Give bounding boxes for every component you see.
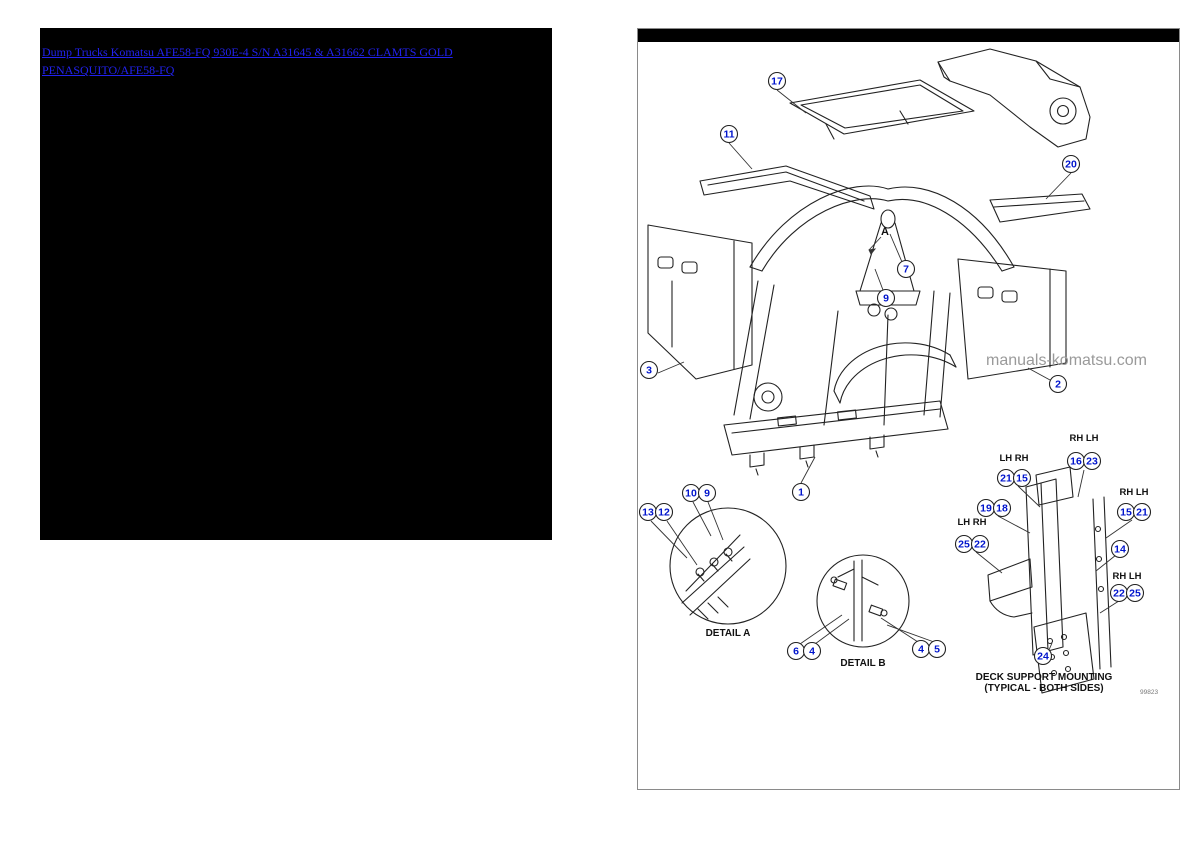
left-black-panel: Dump Trucks Komatsu AFE58-FQ 930E-4 S/N …: [40, 28, 552, 540]
svg-text:24: 24: [1037, 651, 1049, 663]
svg-text:4: 4: [918, 644, 924, 656]
svg-text:20: 20: [1065, 159, 1077, 171]
callout-balloon-11[interactable]: 11: [719, 124, 739, 144]
svg-text:6: 6: [793, 646, 799, 658]
detail-a-drawing: [669, 507, 787, 625]
svg-text:23: 23: [1086, 456, 1098, 468]
svg-text:12: 12: [658, 507, 670, 519]
side-orientation-label: RH LH: [1112, 571, 1141, 582]
svg-text:9: 9: [704, 488, 710, 500]
svg-text:25: 25: [1129, 588, 1141, 600]
svg-text:1: 1: [798, 487, 804, 499]
callout-balloon-25[interactable]: 25: [954, 534, 974, 554]
svg-text:7: 7: [903, 264, 909, 276]
deck-support-title-line2: (TYPICAL - BOTH SIDES): [984, 683, 1103, 694]
callout-balloon-6[interactable]: 6: [786, 641, 806, 661]
parts-diagram-svg: manuals-komatsu.com A DETAIL A DETAIL B …: [638, 29, 1179, 696]
svg-text:4: 4: [809, 646, 815, 658]
side-orientation-label: RH LH: [1119, 487, 1148, 498]
breadcrumb-link-line1[interactable]: Dump Trucks Komatsu AFE58-FQ 930E-4 S/N …: [42, 45, 453, 59]
svg-text:15: 15: [1016, 473, 1028, 485]
deck-support-title-line1: DECK SUPPORT MOUNTING: [976, 672, 1113, 683]
svg-text:22: 22: [974, 539, 986, 551]
svg-text:10: 10: [685, 488, 697, 500]
side-orientation-label: LH RH: [957, 517, 986, 528]
callout-balloon-9[interactable]: 9: [876, 288, 896, 308]
callout-balloon-17[interactable]: 17: [767, 71, 787, 91]
svg-text:2: 2: [1055, 379, 1061, 391]
callout-balloon-24[interactable]: 24: [1033, 646, 1053, 666]
diagram-top-bar: [638, 29, 1179, 42]
leader-lines: [650, 89, 1133, 665]
callout-balloon-15[interactable]: 15: [1012, 468, 1032, 488]
svg-text:18: 18: [996, 503, 1008, 515]
svg-text:17: 17: [771, 76, 783, 88]
svg-text:9: 9: [883, 293, 889, 305]
callout-balloon-15[interactable]: 15: [1116, 502, 1136, 522]
callout-balloon-25[interactable]: 25: [1125, 583, 1145, 603]
svg-text:16: 16: [1070, 456, 1082, 468]
callout-balloon-22[interactable]: 22: [970, 534, 990, 554]
drawing-ref-number: 99823: [1140, 689, 1158, 696]
callout-balloon-9[interactable]: 9: [697, 483, 717, 503]
callout-balloon-10[interactable]: 10: [681, 483, 701, 503]
callout-balloon-13[interactable]: 13: [638, 502, 658, 522]
svg-text:11: 11: [723, 129, 734, 141]
callout-balloon-4[interactable]: 4: [911, 639, 931, 659]
callout-balloon-21[interactable]: 21: [996, 468, 1016, 488]
svg-text:14: 14: [1114, 544, 1126, 556]
callout-balloon-2[interactable]: 2: [1048, 374, 1068, 394]
callout-balloon-5[interactable]: 5: [927, 639, 947, 659]
callout-balloon-1[interactable]: 1: [791, 482, 811, 502]
frame-drawing: [647, 48, 1091, 476]
callout-balloon-22[interactable]: 22: [1109, 583, 1129, 603]
parts-diagram-panel: manuals-komatsu.com A DETAIL A DETAIL B …: [637, 28, 1180, 790]
detail-a-label: DETAIL A: [706, 628, 751, 639]
svg-text:25: 25: [958, 539, 970, 551]
callout-balloon-3[interactable]: 3: [639, 360, 659, 380]
callout-balloon-4[interactable]: 4: [802, 641, 822, 661]
svg-text:19: 19: [980, 503, 992, 515]
svg-text:3: 3: [646, 365, 652, 377]
svg-text:5: 5: [934, 644, 940, 656]
watermark: manuals-komatsu.com: [986, 352, 1147, 369]
callout-balloon-20[interactable]: 20: [1061, 154, 1081, 174]
svg-text:15: 15: [1120, 507, 1132, 519]
side-orientation-label: LH RH: [999, 453, 1028, 464]
callout-balloon-7[interactable]: 7: [896, 259, 916, 279]
callout-balloon-14[interactable]: 14: [1110, 539, 1130, 559]
callout-balloon-18[interactable]: 18: [992, 498, 1012, 518]
callout-balloon-21[interactable]: 21: [1132, 502, 1152, 522]
svg-text:13: 13: [642, 507, 654, 519]
svg-text:22: 22: [1113, 588, 1125, 600]
section-marker-a: A: [881, 226, 889, 238]
callout-balloon-12[interactable]: 12: [654, 502, 674, 522]
detail-b-drawing: [816, 554, 910, 648]
callout-balloon-16[interactable]: 16: [1066, 451, 1086, 471]
breadcrumb-link-line2[interactable]: PENASQUITO/AFE58-FQ: [42, 63, 175, 77]
svg-text:21: 21: [1000, 473, 1012, 485]
detail-b-label: DETAIL B: [840, 658, 885, 669]
svg-text:21: 21: [1136, 507, 1148, 519]
side-orientation-label: RH LH: [1069, 433, 1098, 444]
callout-balloon-23[interactable]: 23: [1082, 451, 1102, 471]
callout-balloon-19[interactable]: 19: [976, 498, 996, 518]
